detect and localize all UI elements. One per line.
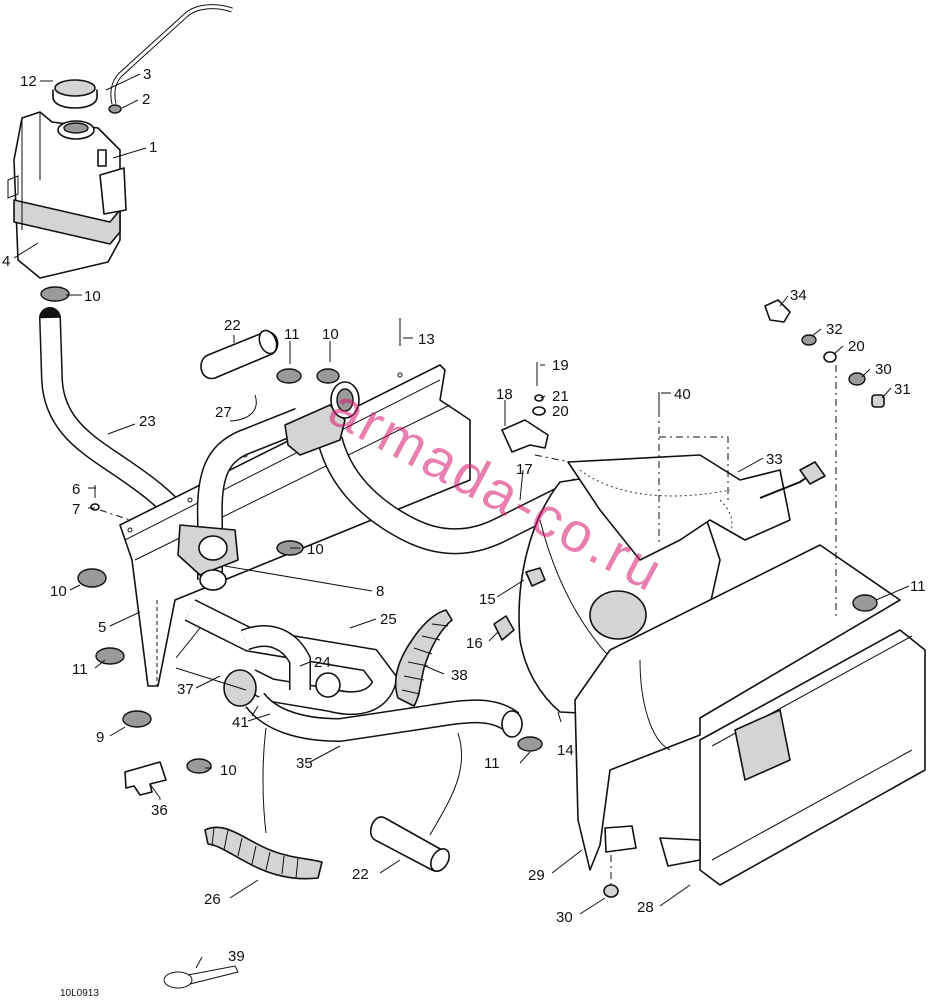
callout-40: 40 [674,386,691,403]
t-fitting [177,524,239,591]
cable-tie [163,965,239,989]
hose-clamp [77,568,107,588]
hose-clamp [276,368,302,384]
callout-31: 31 [894,381,911,398]
callout-11-top: 11 [284,326,300,343]
callout-10-bottom: 10 [220,762,237,779]
callout-28: 28 [637,899,654,916]
callout-7: 7 [72,501,80,518]
radiator [659,629,926,886]
callout-labels: 1 2 3 4 5 6 7 8 9 10 10 10 10 10 11 11 1… [2,66,926,965]
corrugated-sleeve-38 [394,609,453,707]
callout-11-left: 11 [72,661,88,678]
hose-clamp [852,594,878,612]
vent-hose [110,4,233,105]
corrugated-sleeve-26 [204,826,323,880]
callout-2: 2 [142,91,150,108]
callout-5: 5 [98,619,106,636]
callout-25: 25 [380,611,397,628]
nut-30b [603,884,619,898]
callout-21: 21 [552,388,569,405]
callout-10-tee: 10 [307,541,324,558]
washer-32 [801,334,817,346]
callout-11-bottom: 11 [484,755,500,772]
leader-lines [13,73,910,969]
washer-21 [534,394,544,402]
washer-20b [532,406,546,416]
callout-4: 4 [2,253,10,270]
coolant-reservoir [7,111,127,279]
callout-33: 33 [766,451,783,468]
callout-17: 17 [516,461,533,478]
callout-20-clip: 20 [552,403,569,420]
callout-3: 3 [143,66,151,83]
callout-30-bottom: 30 [556,909,573,926]
hose-sleeve-upper [200,329,279,380]
hose-clamp [316,368,340,384]
callout-22-upper: 22 [224,317,241,334]
part-drawings [7,4,926,989]
callout-19: 19 [552,357,569,374]
callout-22-lower: 22 [352,866,369,883]
hose-clamp [95,647,125,665]
callout-26: 26 [204,891,221,908]
callout-35: 35 [296,755,313,772]
callout-18: 18 [496,386,513,403]
callout-32: 32 [826,321,843,338]
hose-clamp [517,736,543,752]
clip-bracket-36 [124,761,167,796]
hose-clamp [186,758,212,774]
small-clamp [108,104,122,114]
callout-10-top: 10 [322,326,339,343]
reservoir-cap [52,79,98,109]
callout-29: 29 [528,867,545,884]
callout-39: 39 [228,948,245,965]
callout-34: 34 [790,287,807,304]
nut-30 [848,372,866,386]
bolt-34 [764,299,791,323]
hose-clamp [122,710,152,728]
washer-20 [823,351,837,363]
callout-27: 27 [215,404,232,421]
callout-41: 41 [232,714,249,731]
callout-12: 12 [20,73,37,90]
callout-38: 38 [451,667,468,684]
callout-36: 36 [151,802,168,819]
cap-31 [871,394,885,408]
callout-6: 6 [72,481,80,498]
callout-11-right: 11 [910,578,926,595]
callout-10-reservoir: 10 [84,288,101,305]
callout-23: 23 [139,413,156,430]
callout-24: 24 [314,654,331,671]
hose-clamp [40,286,70,302]
nut-15 [525,567,546,587]
callout-30-bracket: 30 [875,361,892,378]
clip-18 [501,419,549,453]
callout-1: 1 [149,139,157,156]
drawing-code: 10L0913 [60,988,99,999]
callout-20-bracket: 20 [848,338,865,355]
callout-8: 8 [376,583,384,600]
callout-9: 9 [96,729,104,746]
callout-16: 16 [466,635,483,652]
hose-sleeve-lower [369,816,450,872]
washer-7 [90,503,100,511]
callout-15: 15 [479,591,496,608]
callout-10-left: 10 [50,583,67,600]
callout-37: 37 [177,681,194,698]
upper-bracket [567,454,791,561]
clip-16 [493,615,515,641]
callout-14: 14 [557,742,574,759]
callout-13: 13 [418,331,435,348]
radiator-frame [574,544,901,871]
